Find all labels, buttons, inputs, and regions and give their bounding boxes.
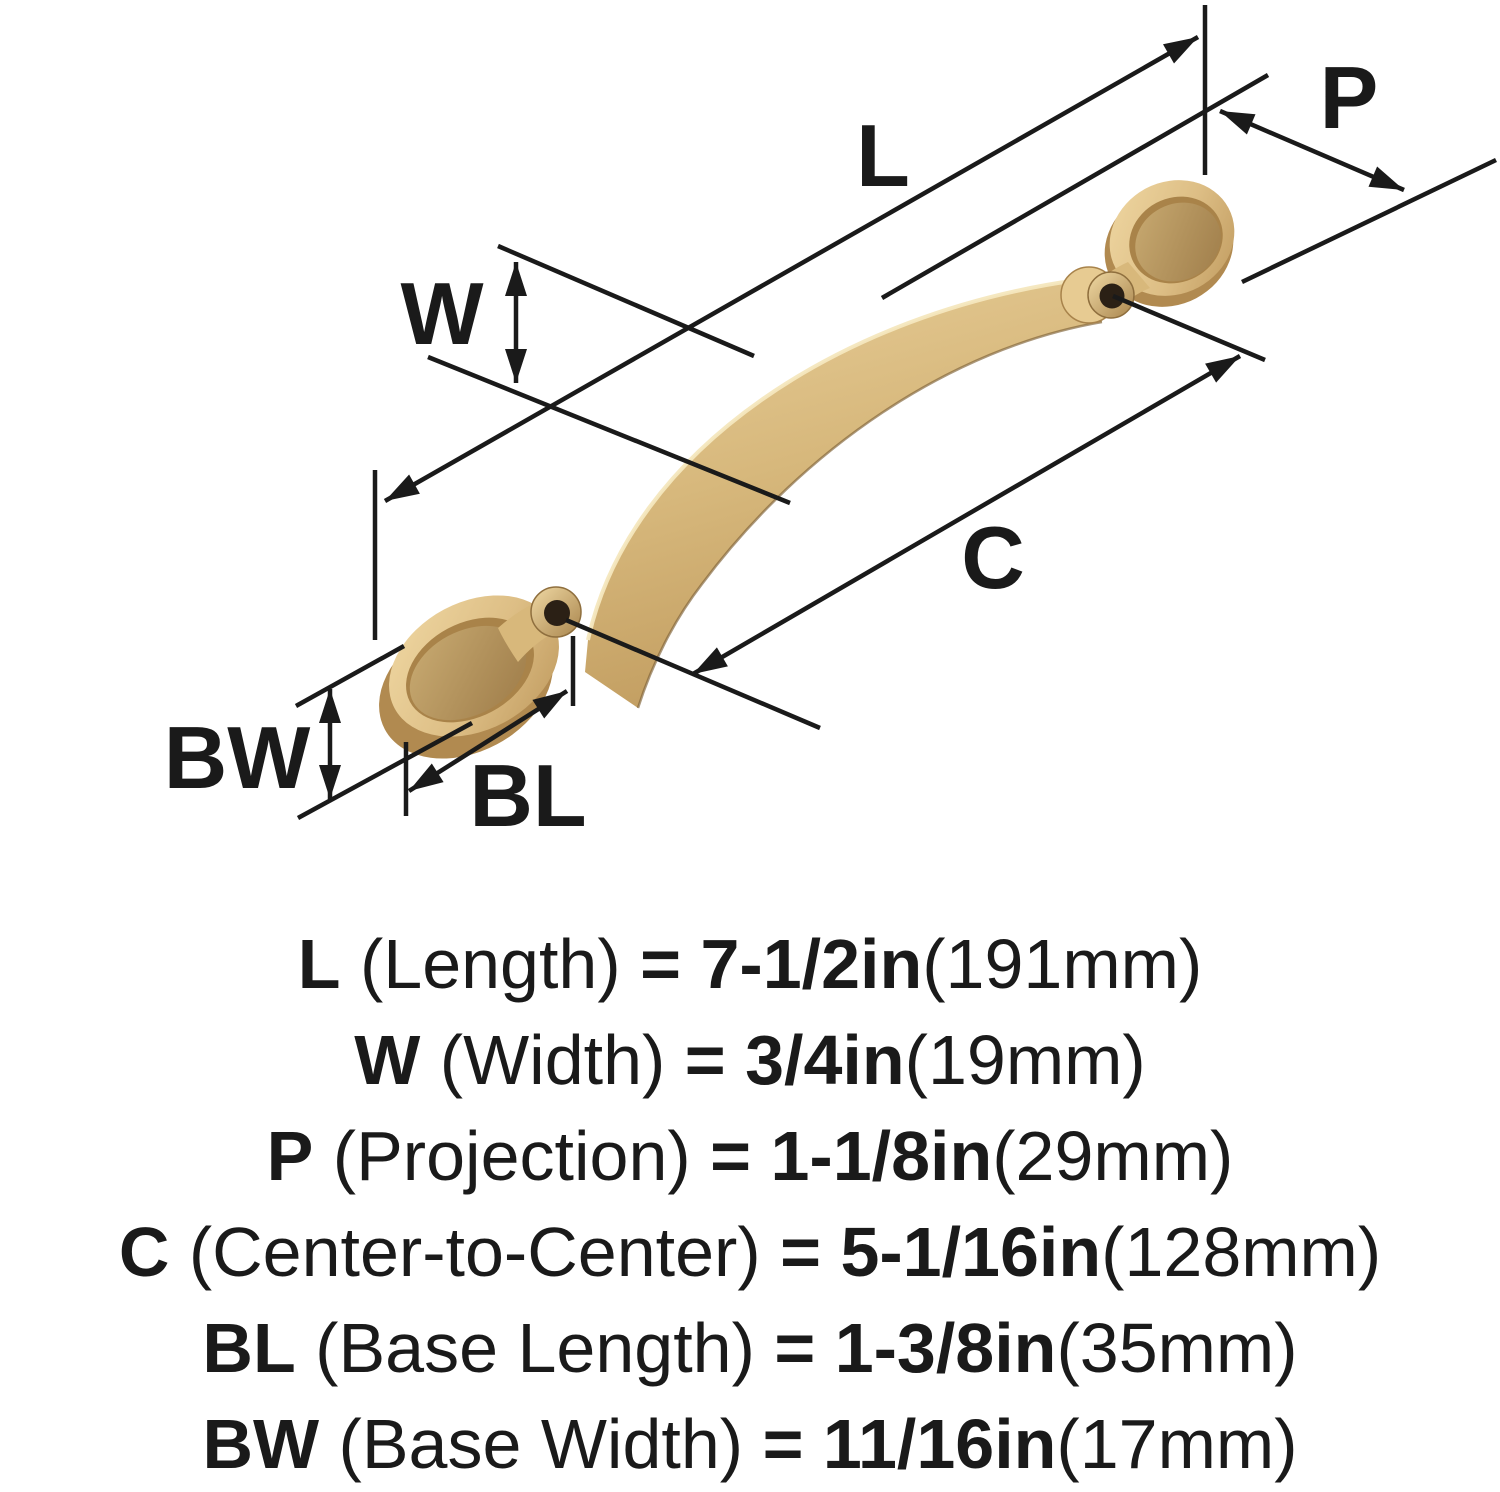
- spec-name: (Base Length): [295, 1309, 775, 1387]
- label-projection: P: [1320, 48, 1379, 147]
- p-back-plane-line: [880, 73, 1270, 300]
- right-pad-recess: [1135, 202, 1221, 282]
- bw-arrowhead-bottom: [319, 765, 341, 799]
- l-dimension-line: [383, 35, 1200, 503]
- w-boundary-line-lower: [427, 354, 791, 506]
- label-width: W: [400, 264, 483, 363]
- spec-value-imperial: 5-1/16in: [840, 1213, 1102, 1291]
- spec-value-imperial: 1-1/8in: [770, 1117, 993, 1195]
- handle-right-foot: [1060, 180, 1235, 324]
- spec-name: (Width): [420, 1021, 685, 1099]
- bw-boundary-line-upper: [294, 644, 406, 708]
- spec-equals: =: [762, 1405, 823, 1483]
- spec-name: (Base Width): [319, 1405, 763, 1483]
- spec-name: (Length): [340, 925, 641, 1003]
- c-arrowhead-right: [1205, 356, 1240, 383]
- handle-bar-bottom-edge: [636, 320, 1103, 709]
- bw-boundary-line-lower: [296, 721, 474, 820]
- right-screw-hole: [1099, 283, 1125, 309]
- dimension-lines: [294, 5, 1497, 820]
- left-pad-recess: [409, 625, 527, 721]
- spec-abbr: C: [118, 1213, 170, 1291]
- spec-row-width: W (Width) = 3/4in(19mm): [0, 1012, 1500, 1108]
- c-hole-extension-right: [1112, 293, 1266, 363]
- handle-dimension-drawing: L P W C BW BL: [164, 5, 1497, 845]
- handle-illustration: [379, 180, 1235, 759]
- spec-equals: =: [684, 1021, 746, 1099]
- label-length: L: [856, 106, 910, 205]
- spec-row-length: L (Length) = 7-1/2in(191mm): [0, 916, 1500, 1012]
- spec-value-metric: (35mm): [1056, 1309, 1298, 1387]
- w-arrowhead-bottom: [505, 349, 527, 383]
- l-arrowhead-left: [385, 474, 420, 501]
- bl-arrowhead-right: [532, 691, 567, 719]
- spec-equals: =: [640, 925, 701, 1003]
- spec-abbr: W: [354, 1021, 421, 1099]
- c-dimension-line: [691, 354, 1242, 676]
- spec-value-metric: (29mm): [992, 1117, 1234, 1195]
- handle-left-foot: [379, 586, 582, 759]
- p-front-plane-line: [1241, 157, 1497, 285]
- spec-value-imperial: 7-1/2in: [700, 925, 923, 1003]
- spec-value-imperial: 1-3/8in: [834, 1309, 1057, 1387]
- spec-row-center-to-center: C (Center-to-Center) = 5-1/16in(128mm): [0, 1204, 1500, 1300]
- spec-abbr: BL: [202, 1309, 296, 1387]
- p-arrowhead-upper: [1220, 111, 1256, 135]
- spec-name: (Projection): [313, 1117, 711, 1195]
- spec-equals: =: [780, 1213, 841, 1291]
- dimension-spec-list: L (Length) = 7-1/2in(191mm) W (Width) = …: [0, 916, 1500, 1492]
- spec-value-metric: (128mm): [1101, 1213, 1382, 1291]
- spec-value-metric: (191mm): [922, 925, 1203, 1003]
- c-arrowhead-left: [693, 647, 728, 674]
- spec-abbr: L: [297, 925, 341, 1003]
- bw-arrowhead-top: [319, 689, 341, 723]
- dimension-labels: L P W C BW BL: [164, 48, 1379, 845]
- p-arrowhead-lower: [1368, 166, 1404, 190]
- label-base-width: BW: [164, 708, 311, 807]
- spec-name: (Center-to-Center): [169, 1213, 781, 1291]
- spec-value-imperial: 11/16in: [822, 1405, 1057, 1483]
- spec-value-metric: (19mm): [904, 1021, 1146, 1099]
- handle-bar: [585, 280, 1102, 708]
- label-base-length: BL: [469, 746, 586, 845]
- spec-equals: =: [774, 1309, 835, 1387]
- w-boundary-line-upper: [497, 243, 755, 359]
- spec-equals: =: [710, 1117, 771, 1195]
- spec-value-metric: (17mm): [1056, 1405, 1298, 1483]
- spec-abbr: P: [266, 1117, 314, 1195]
- handle-bar-top-highlight: [586, 278, 1079, 641]
- l-arrowhead-right: [1163, 37, 1198, 64]
- spec-row-base-length: BL (Base Length) = 1-3/8in(35mm): [0, 1300, 1500, 1396]
- bl-arrowhead-left: [409, 763, 444, 791]
- label-center-to-center: C: [961, 508, 1025, 607]
- spec-row-base-width: BW (Base Width) = 11/16in(17mm): [0, 1396, 1500, 1492]
- spec-row-projection: P (Projection) = 1-1/8in(29mm): [0, 1108, 1500, 1204]
- spec-abbr: BW: [202, 1405, 320, 1483]
- spec-value-imperial: 3/4in: [745, 1021, 905, 1099]
- left-screw-hole: [544, 600, 570, 626]
- w-arrowhead-top: [505, 262, 527, 296]
